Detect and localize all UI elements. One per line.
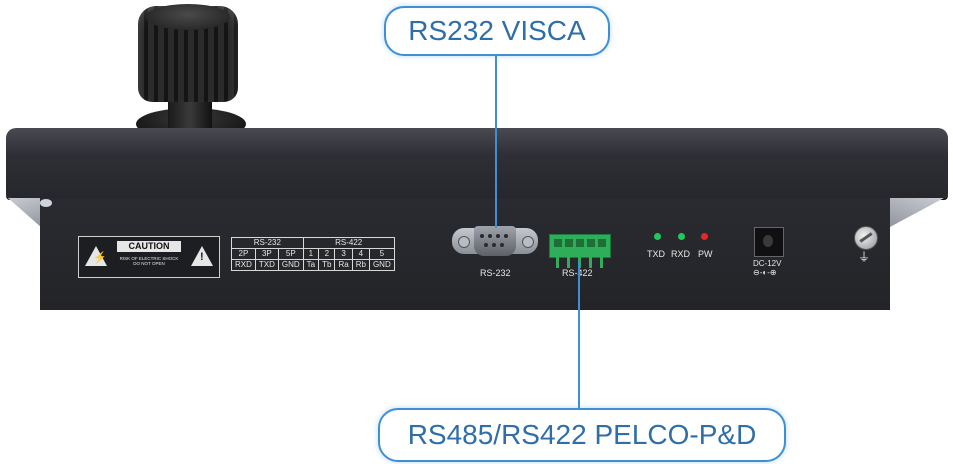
callout-line-bottom	[578, 262, 580, 410]
pin-cell: 2P	[231, 248, 256, 260]
ground-screw-icon[interactable]	[854, 226, 878, 250]
pin-cell: 3P	[254, 248, 279, 260]
pin-cell: 4	[351, 248, 370, 260]
warning-exclamation-icon: !	[191, 246, 213, 266]
side-panel-right	[888, 198, 944, 228]
rs422-terminal-block[interactable]	[549, 234, 611, 258]
signal-cell: RXD	[231, 259, 256, 271]
screw-icon	[40, 199, 52, 207]
caution-title: CAUTION	[117, 241, 181, 252]
signal-cell: TXD	[254, 259, 279, 271]
dc-jack-hole	[763, 235, 773, 247]
callout-rs232-visca: RS232 VISCA	[384, 6, 610, 56]
callout-line-top	[495, 52, 497, 228]
pin-cell: 5	[368, 248, 395, 260]
dc-label: DC-12V	[753, 259, 782, 268]
rxd-led-icon	[678, 233, 685, 240]
group-rs422: RS-422	[302, 237, 395, 249]
dc-polarity-icon: ⊖-◐-⊕	[753, 268, 777, 277]
pin-cell: 2	[318, 248, 336, 260]
side-panel-left	[8, 198, 42, 228]
rs422-port-label: RS-422	[562, 268, 593, 278]
caution-label: ⚡ CAUTION RISK OF ELECTRIC SHOCK DO NOT …	[78, 236, 220, 278]
keyboard-top-edge	[6, 128, 948, 198]
pin-cell: 3	[334, 248, 353, 260]
led-label-txd: TXD	[647, 249, 665, 259]
rs232-port[interactable]	[474, 226, 516, 256]
pin-cell: 5P	[277, 248, 304, 260]
pw-led-icon	[701, 233, 708, 240]
callout-rs485-pelco: RS485/RS422 PELCO-P&D	[378, 408, 786, 462]
joystick-top	[146, 4, 230, 30]
signal-cell: Rb	[351, 259, 370, 271]
hex-nut-icon	[522, 236, 534, 248]
caution-text: RISK OF ELECTRIC SHOCK DO NOT OPEN	[119, 256, 179, 266]
rs232-port-label: RS-232	[480, 268, 511, 278]
txd-led-icon	[654, 233, 661, 240]
pin-cell: 1	[302, 248, 320, 260]
signal-cell: Ra	[334, 259, 353, 271]
hex-nut-icon	[458, 236, 470, 248]
pin-assignment-table: RS-232 RS-422 2P 3P 5P 1 2 3 4 5 RXD TXD…	[231, 237, 395, 271]
ground-symbol-icon: ⏚	[858, 250, 871, 264]
led-label-pw: PW	[698, 249, 713, 259]
signal-cell: GND	[368, 259, 395, 271]
signal-cell: GND	[277, 259, 304, 271]
dc-power-jack[interactable]	[754, 227, 784, 257]
led-label-rxd: RXD	[671, 249, 691, 259]
group-rs232: RS-232	[231, 237, 304, 249]
signal-cell: Tb	[318, 259, 336, 271]
signal-cell: Ta	[302, 259, 320, 271]
warning-lightning-icon: ⚡	[85, 246, 107, 266]
